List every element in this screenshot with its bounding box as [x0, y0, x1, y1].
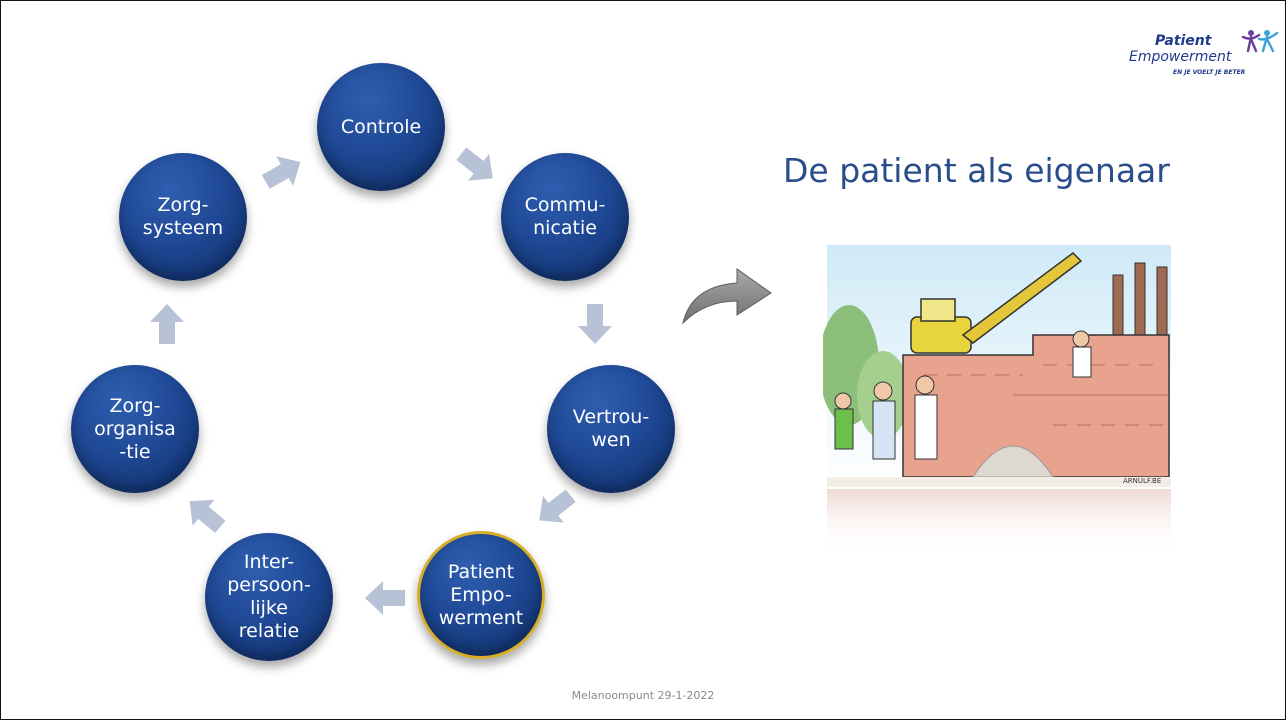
node-label: Zorg- organisa -tie — [94, 394, 176, 463]
cycle-arrow-icon — [365, 581, 405, 615]
logo-text-line2: Empowerment — [1129, 49, 1232, 65]
node-patient-empowerment: Patient Empo- werment — [417, 531, 545, 659]
cycle-arrow-icon — [179, 488, 231, 540]
construction-cartoon-image: ARNULF.BE — [823, 245, 1171, 555]
cycle-arrow-icon — [257, 147, 309, 196]
slide-title: De patient als eigenaar — [783, 151, 1170, 190]
node-zorgsysteem: Zorg- systeem — [119, 153, 247, 281]
cycle-arrow-icon — [578, 304, 612, 344]
node-vertrouwen: Vertrou- wen — [547, 365, 675, 493]
node-communicatie: Commu- nicatie — [501, 153, 629, 281]
cartoon-signature: ARNULF.BE — [1123, 477, 1161, 485]
node-interpersoonlijke-relatie: Inter- persoon- lijke relatie — [205, 533, 333, 661]
cycle-arrow-icon — [150, 304, 184, 344]
node-label: Patient Empo- werment — [438, 560, 524, 629]
cycle-arrow-icon — [529, 482, 581, 533]
patient-empowerment-logo: Patient Empowerment EN JE VOELT JE BETER — [1129, 27, 1279, 93]
curved-arrow-icon — [682, 268, 772, 325]
node-label: Inter- persoon- lijke relatie — [227, 551, 311, 642]
node-label: Commu- nicatie — [524, 194, 606, 239]
footer-text: Melanoompunt 29-1-2022 — [571, 689, 715, 702]
node-label: Controle — [340, 115, 422, 138]
node-zorgorganisatie: Zorg- organisa -tie — [71, 365, 199, 493]
node-label: Vertrou- wen — [572, 406, 650, 451]
node-label: Zorg- systeem — [142, 194, 224, 239]
cycle-arrow-icon — [451, 140, 503, 191]
people-figures-icon — [1241, 30, 1279, 53]
logo-tagline: EN JE VOELT JE BETER — [1173, 69, 1246, 76]
node-controle: Controle — [317, 63, 445, 191]
logo-text-line1: Patient — [1155, 33, 1212, 49]
